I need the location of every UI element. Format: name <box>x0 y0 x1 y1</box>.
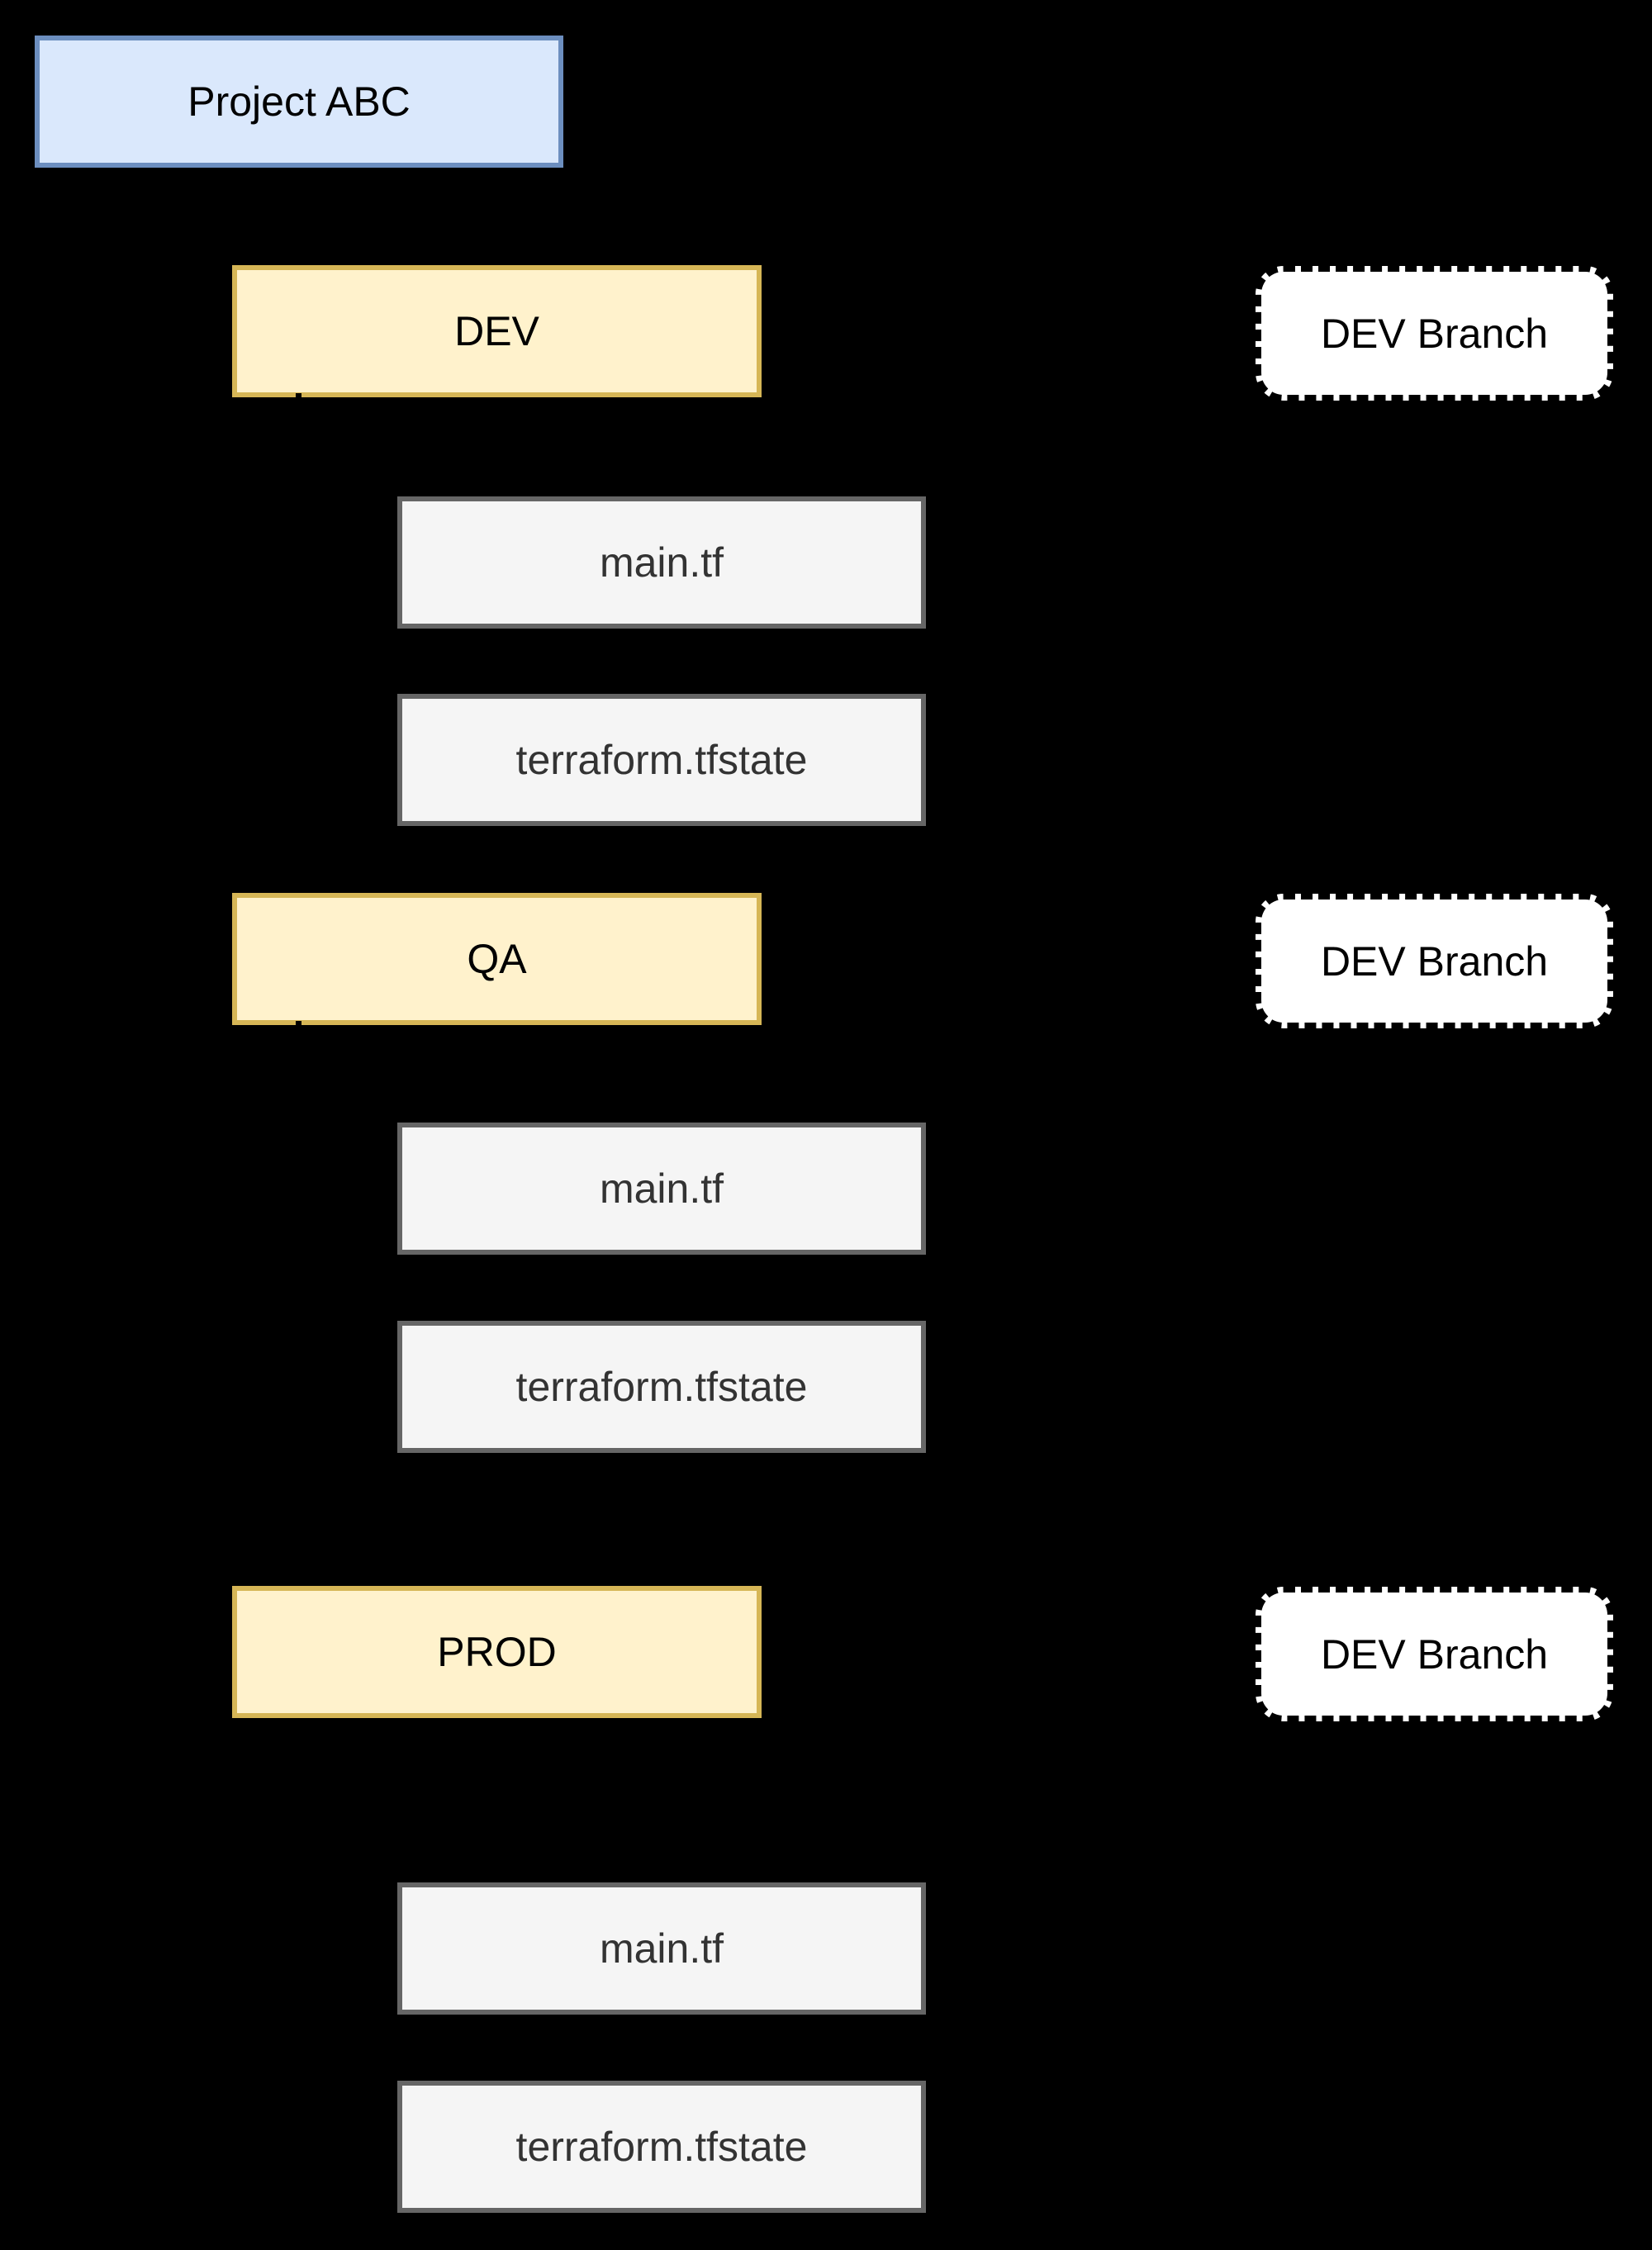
branch-box-qa: DEV Branch <box>1256 894 1613 1028</box>
file-node-dev-tfstate: terraform.tfstate <box>397 694 926 826</box>
branch-box-dev: DEV Branch <box>1256 266 1613 401</box>
file-node-qa-main-tf: main.tf <box>397 1123 926 1255</box>
file-node-dev-main-tf: main.tf <box>397 496 926 629</box>
env-node-qa: QA <box>232 893 762 1025</box>
connector-mark-dev <box>296 393 301 411</box>
env-node-prod: PROD <box>232 1586 762 1718</box>
file-node-prod-main-tf: main.tf <box>397 1882 926 2015</box>
branch-box-prod: DEV Branch <box>1256 1587 1613 1721</box>
env-node-dev: DEV <box>232 265 762 397</box>
file-node-prod-tfstate: terraform.tfstate <box>397 2081 926 2213</box>
file-node-qa-tfstate: terraform.tfstate <box>397 1321 926 1453</box>
connector-mark-qa <box>296 1021 301 1039</box>
project-abc-node: Project ABC <box>35 36 563 168</box>
